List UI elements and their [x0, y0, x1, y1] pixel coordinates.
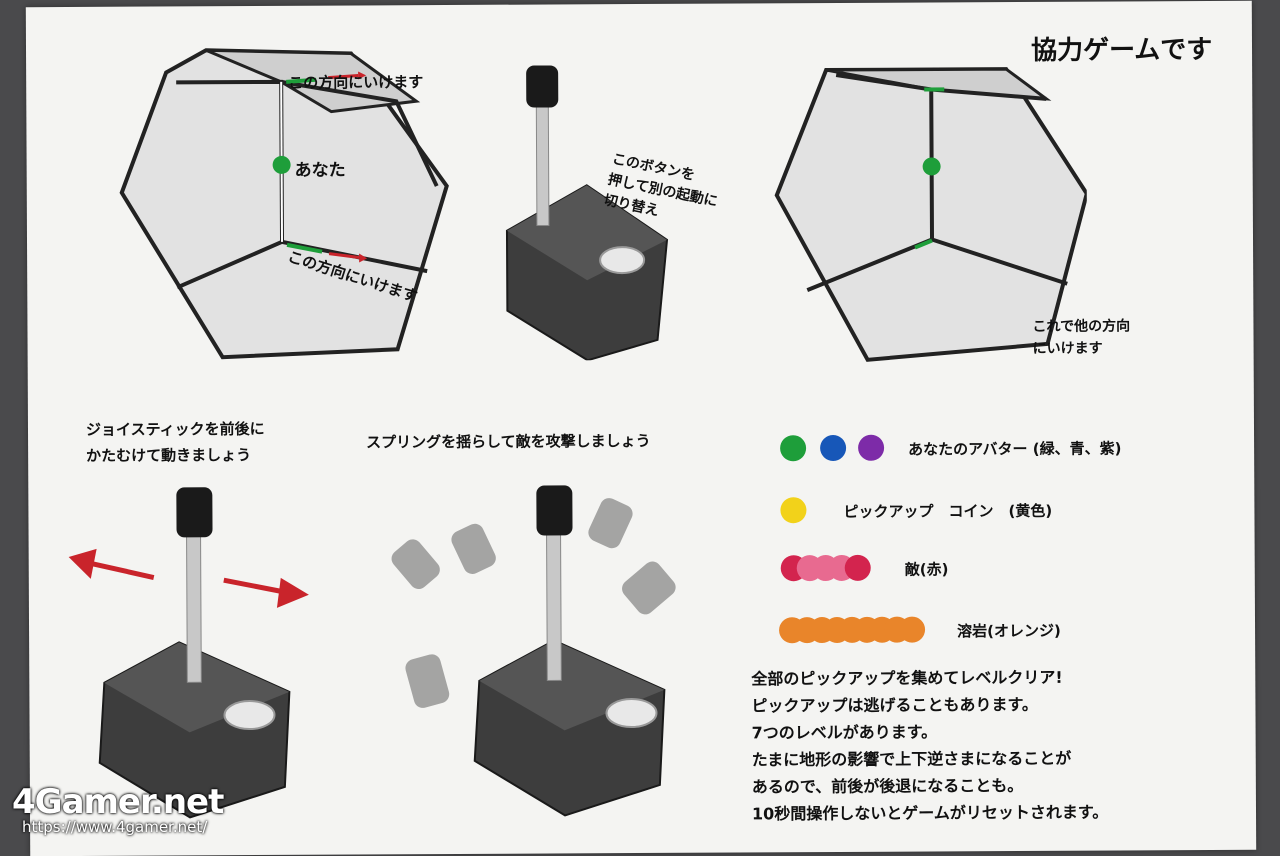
watermark-logo: 4Gamer.net — [12, 782, 223, 822]
spring-attack-instruction: スプリングを揺らして敵を攻撃しましょう — [366, 430, 651, 452]
legend-pickup: ピックアップ コイン (黄色) — [843, 500, 1052, 522]
rule-line: 7つのレベルがあります。 — [752, 718, 1108, 747]
pickup-coin-dot — [780, 497, 806, 523]
joystick-spring-diagram — [368, 480, 710, 852]
other-direction-note: これで他の方向 にいけます — [1032, 315, 1130, 360]
instruction-sheet: 協力ゲームです この方向にいけます あなた この方向にいけます このボタンを 押… — [26, 1, 1256, 856]
label-direction-1: この方向にいけます — [288, 71, 423, 93]
tilt-instruction: ジョイスティックを前後に かたむけて動きましょう — [86, 416, 265, 469]
tilt-line-1: ジョイスティックを前後に — [86, 416, 265, 443]
avatar-green-dot — [780, 435, 806, 461]
watermark-url: https://www.4gamer.net/ — [22, 818, 223, 836]
label-you: あなた — [295, 156, 346, 181]
rule-line: ピックアップは逃げることもあります。 — [751, 691, 1107, 720]
rule-line: あるので、前後が後退になることも。 — [752, 772, 1108, 801]
rule-line: 全部のピックアップを集めてレベルクリア! — [751, 664, 1107, 693]
avatar-blue-dot — [820, 435, 846, 461]
lava-dots — [779, 616, 929, 645]
legend-avatar: あなたのアバター (緑、青、紫) — [908, 437, 1121, 459]
legend-enemy: 敵(赤) — [905, 558, 949, 579]
avatar-purple-dot — [858, 435, 884, 461]
rule-line: 10秒間操作しないとゲームがリセットされます。 — [752, 799, 1108, 828]
enemy-dot — [845, 555, 871, 581]
other-direction-line-1: これで他の方向 — [1032, 315, 1130, 338]
rule-line: たまに地形の影響で上下逆さまになることが — [752, 745, 1108, 774]
legend-lava: 溶岩(オレンジ) — [957, 620, 1061, 642]
tilt-line-2: かたむけて動きましょう — [86, 442, 265, 469]
other-direction-line-2: にいけます — [1033, 337, 1131, 360]
watermark: 4Gamer.net https://www.4gamer.net/ — [12, 782, 223, 836]
rules-list: 全部のピックアップを集めてレベルクリア! ピックアップは逃げることもあります。 … — [751, 664, 1108, 828]
enemy-dots — [781, 555, 871, 583]
lava-dot — [899, 617, 925, 643]
